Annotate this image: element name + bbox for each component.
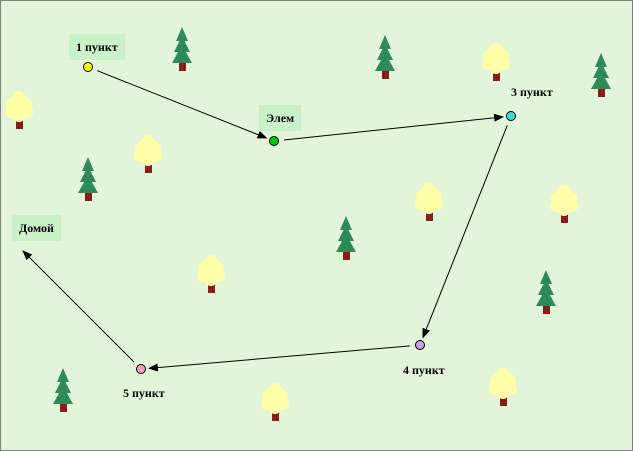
spruce-tree-icon <box>336 216 356 260</box>
route-arrow <box>422 125 508 339</box>
route-point-marker <box>415 340 425 350</box>
spruce-tree-icon <box>591 53 611 97</box>
deciduous-tree-icon <box>489 368 517 406</box>
label-point-1: 1 пункт <box>69 34 125 60</box>
spruce-tree-icon <box>78 157 98 201</box>
route-point-marker <box>136 364 146 374</box>
route-point-marker <box>506 111 516 121</box>
route-point-marker <box>83 62 93 72</box>
label-point-4: 4 пункт <box>403 363 445 377</box>
deciduous-tree-icon <box>5 91 33 129</box>
label-point-3: 3 пункт <box>511 85 553 99</box>
deciduous-tree-icon <box>415 183 443 221</box>
deciduous-tree-icon <box>134 135 162 173</box>
spruce-tree-icon <box>172 27 192 71</box>
route-arrow <box>147 345 411 372</box>
spruce-tree-icon <box>375 35 395 79</box>
route-point-marker <box>269 136 279 146</box>
route-arrow <box>283 113 505 141</box>
spruce-tree-icon <box>536 270 556 314</box>
label-point-elem: Элем <box>259 105 302 131</box>
deciduous-tree-icon <box>550 185 578 223</box>
route-arrow <box>97 70 268 139</box>
spruce-tree-icon <box>53 368 73 412</box>
route-arrow <box>22 250 135 363</box>
label-home: Домой <box>12 215 61 241</box>
deciduous-tree-icon <box>261 383 289 421</box>
deciduous-tree-icon <box>197 255 225 293</box>
label-point-5: 5 пункт <box>123 386 165 400</box>
deciduous-tree-icon <box>482 43 510 81</box>
